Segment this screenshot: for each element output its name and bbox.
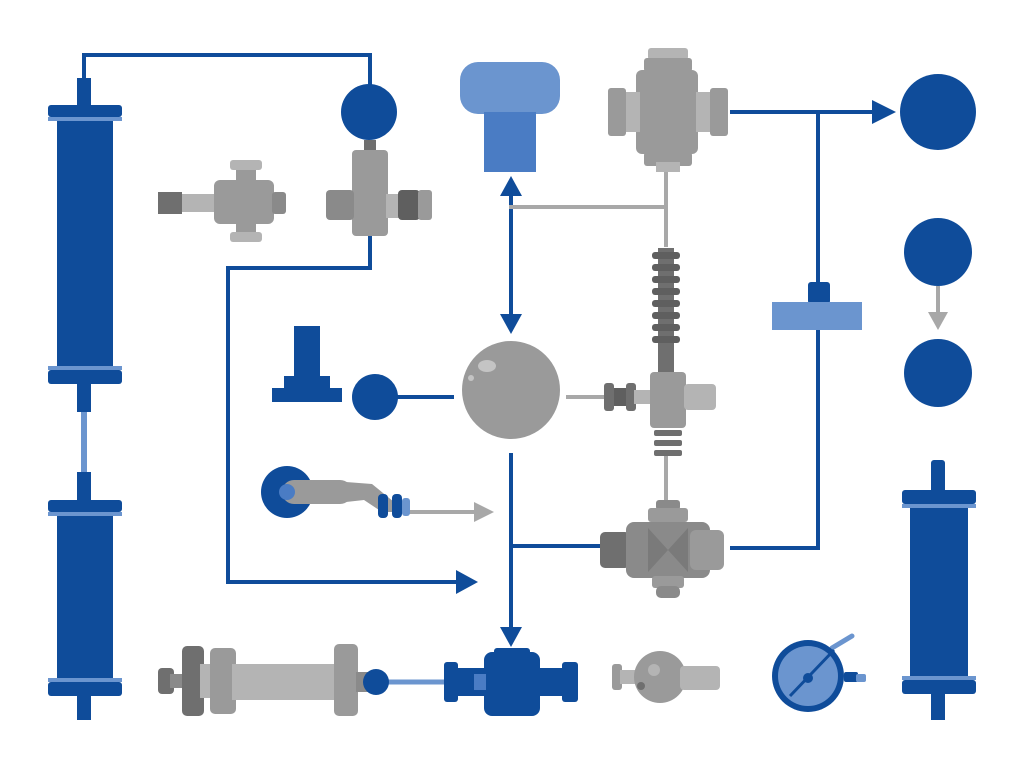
pipe-right-riser xyxy=(730,110,820,550)
column-filter-bottom-left xyxy=(48,472,122,720)
arrow-up-icon xyxy=(500,176,522,196)
pipe-valve-loop xyxy=(226,236,462,584)
pump-ball-blue xyxy=(352,374,398,420)
arrow-down-icon xyxy=(500,627,522,647)
cross-fitting-gray xyxy=(608,48,728,172)
arrow-down-icon xyxy=(500,314,522,334)
round-tank-top xyxy=(341,84,397,140)
arrow-down-icon xyxy=(928,312,948,330)
sensor-circle-upper-right xyxy=(904,218,972,286)
arrowheads xyxy=(408,100,948,647)
valve-pressure-top xyxy=(326,140,432,236)
sensor-circle-lower-right xyxy=(904,339,972,407)
tee-valve-gray xyxy=(604,372,716,456)
check-valve-gray xyxy=(612,651,720,703)
cap-fitting-blue xyxy=(460,62,560,172)
spring-actuator xyxy=(652,248,680,378)
pipe-lines xyxy=(81,53,880,685)
ball-valve-gray xyxy=(600,500,724,598)
arrow-right-icon xyxy=(474,502,494,522)
arrow-right-icon xyxy=(872,100,896,124)
arrow-right-icon xyxy=(456,570,478,594)
pump-base-blue xyxy=(272,326,342,402)
cylinder-valve-bottom xyxy=(158,644,389,716)
pipe-column-to-tank xyxy=(82,53,372,90)
gate-valve-blue xyxy=(444,648,578,716)
column-filter-right xyxy=(902,460,976,720)
flange-bar-blue xyxy=(772,282,862,330)
tank-circle-top-right xyxy=(900,74,976,150)
central-sphere-gray xyxy=(462,341,560,439)
pressure-gauge xyxy=(772,633,866,712)
hose-nozzle xyxy=(261,466,410,518)
pipe-gray-link xyxy=(509,170,668,209)
valve-fitting-small xyxy=(158,160,286,242)
column-filter-top-left xyxy=(48,78,122,412)
